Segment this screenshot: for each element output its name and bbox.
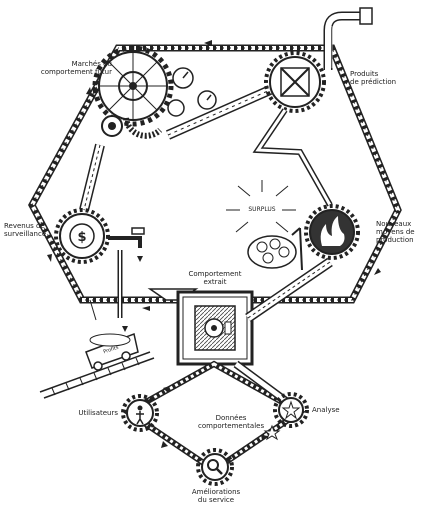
label-donnees-line1: Données — [198, 414, 264, 422]
label-ameliorations-line2: du service — [176, 496, 256, 504]
label-utilisateurs: Utilisateurs — [60, 409, 118, 417]
label-produits-line2: de prédiction — [350, 78, 420, 86]
lower-right-conveyor — [248, 262, 330, 318]
users-gear — [123, 396, 157, 430]
label-marches-line2: comportement futur — [38, 68, 112, 76]
label-revenus-line2: surveillance — [4, 230, 54, 238]
label-produits: Produits de prédiction — [350, 70, 420, 86]
label-revenus-line1: Revenus de — [4, 222, 54, 230]
label-ameliorations: Améliorations du service — [176, 488, 256, 504]
label-comportement-line1: Comportement — [180, 270, 250, 278]
label-produits-line1: Produits — [350, 70, 420, 78]
label-analyse: Analyse — [312, 406, 352, 414]
label-ameliorations-line1: Améliorations — [176, 488, 256, 496]
revenue-gear: $ — [56, 210, 108, 262]
label-comportement-line2: extrait — [180, 278, 250, 286]
money-tap — [108, 228, 144, 332]
label-nouveaux-line2: moyens de — [376, 228, 424, 236]
label-comportement: Comportement extrait — [180, 270, 250, 286]
production-furnace — [306, 206, 358, 258]
improvements-gear — [198, 450, 232, 484]
analysis-gear — [265, 394, 307, 439]
main-chain-belt — [32, 48, 398, 300]
right-pipe — [258, 110, 330, 205]
label-donnees: Données comportementales — [198, 414, 264, 430]
label-nouveaux-line3: production — [376, 236, 424, 244]
label-surplus: SURPLUS — [240, 206, 284, 214]
prediction-wheel — [266, 53, 324, 111]
safe-box — [178, 292, 252, 364]
arrow-left-lower — [47, 254, 52, 262]
label-nouveaux: Nouveaux moyens de production — [376, 220, 424, 244]
label-nouveaux-line1: Nouveaux — [376, 220, 424, 228]
label-marches: Marchés du comportement futur — [38, 60, 112, 76]
token-cart — [248, 228, 302, 270]
arrow-right — [374, 268, 381, 275]
label-donnees-line2: comportementales — [198, 422, 264, 430]
svg-text:$: $ — [77, 230, 86, 245]
label-revenus: Revenus de surveillance — [4, 222, 54, 238]
arrow-bottom — [142, 306, 150, 311]
label-marches-line1: Marchés du — [38, 60, 112, 68]
left-chute — [84, 145, 100, 210]
